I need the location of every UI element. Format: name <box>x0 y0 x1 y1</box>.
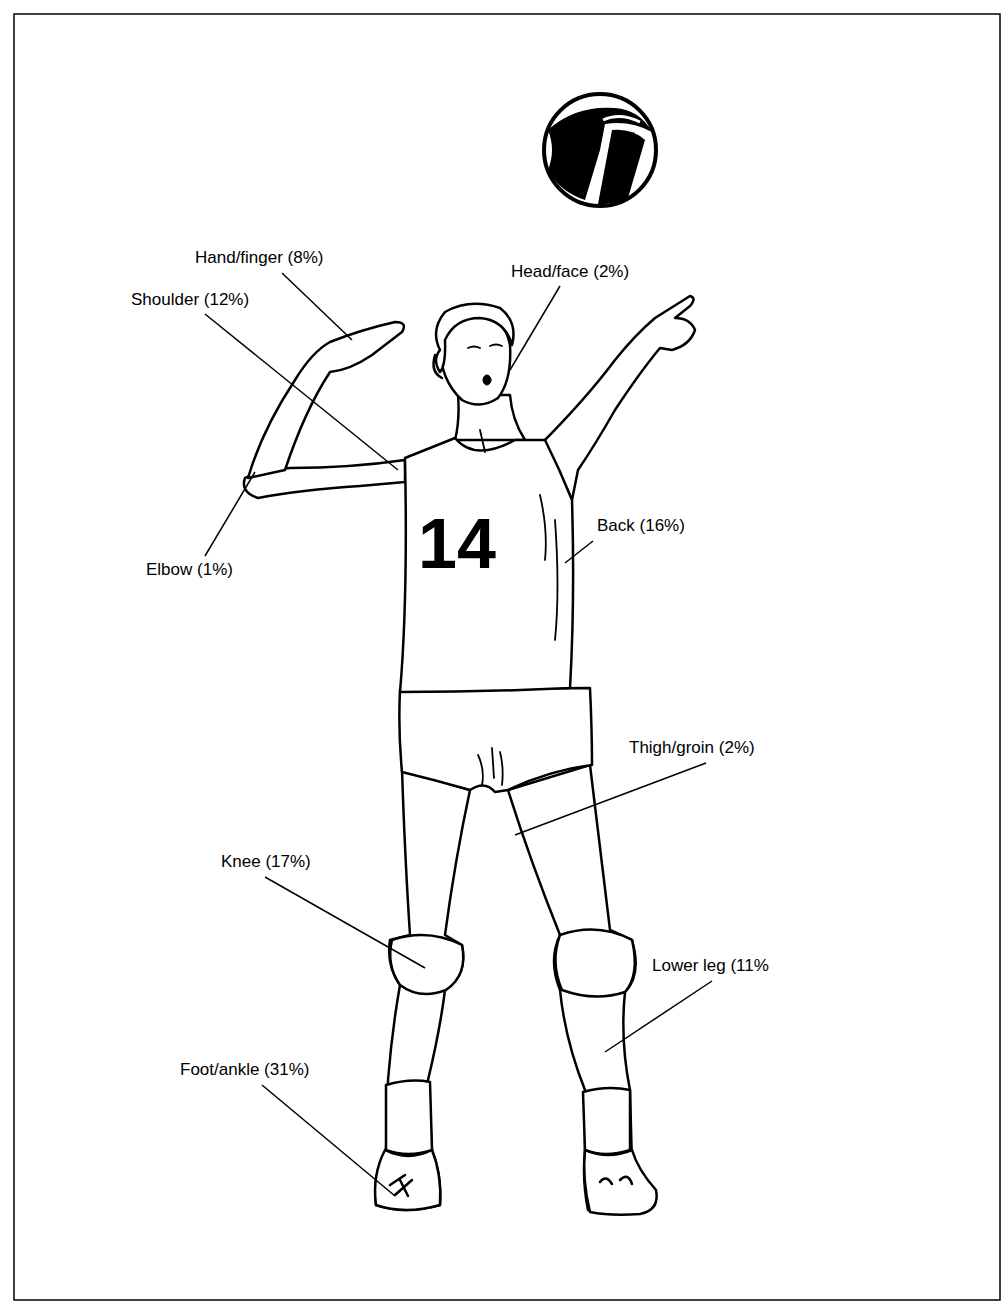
jersey-number: 14 <box>418 502 496 586</box>
part-label: Elbow (1%) <box>146 560 233 580</box>
part-label: Knee (17%) <box>221 852 311 872</box>
player-figure <box>244 296 695 1215</box>
part-label: Head/face (2%) <box>511 262 629 282</box>
part-label: Back (16%) <box>597 516 685 536</box>
volleyball <box>544 94 656 206</box>
part-label: Shoulder (12%) <box>131 290 249 310</box>
frame <box>14 14 1000 1300</box>
part-label: Hand/finger (8%) <box>195 248 324 268</box>
part-label: Lower leg (11% <box>652 956 769 976</box>
leader-lines <box>205 273 712 1196</box>
part-label: Thigh/groin (2%) <box>629 738 755 758</box>
part-label: Foot/ankle (31%) <box>180 1060 309 1080</box>
